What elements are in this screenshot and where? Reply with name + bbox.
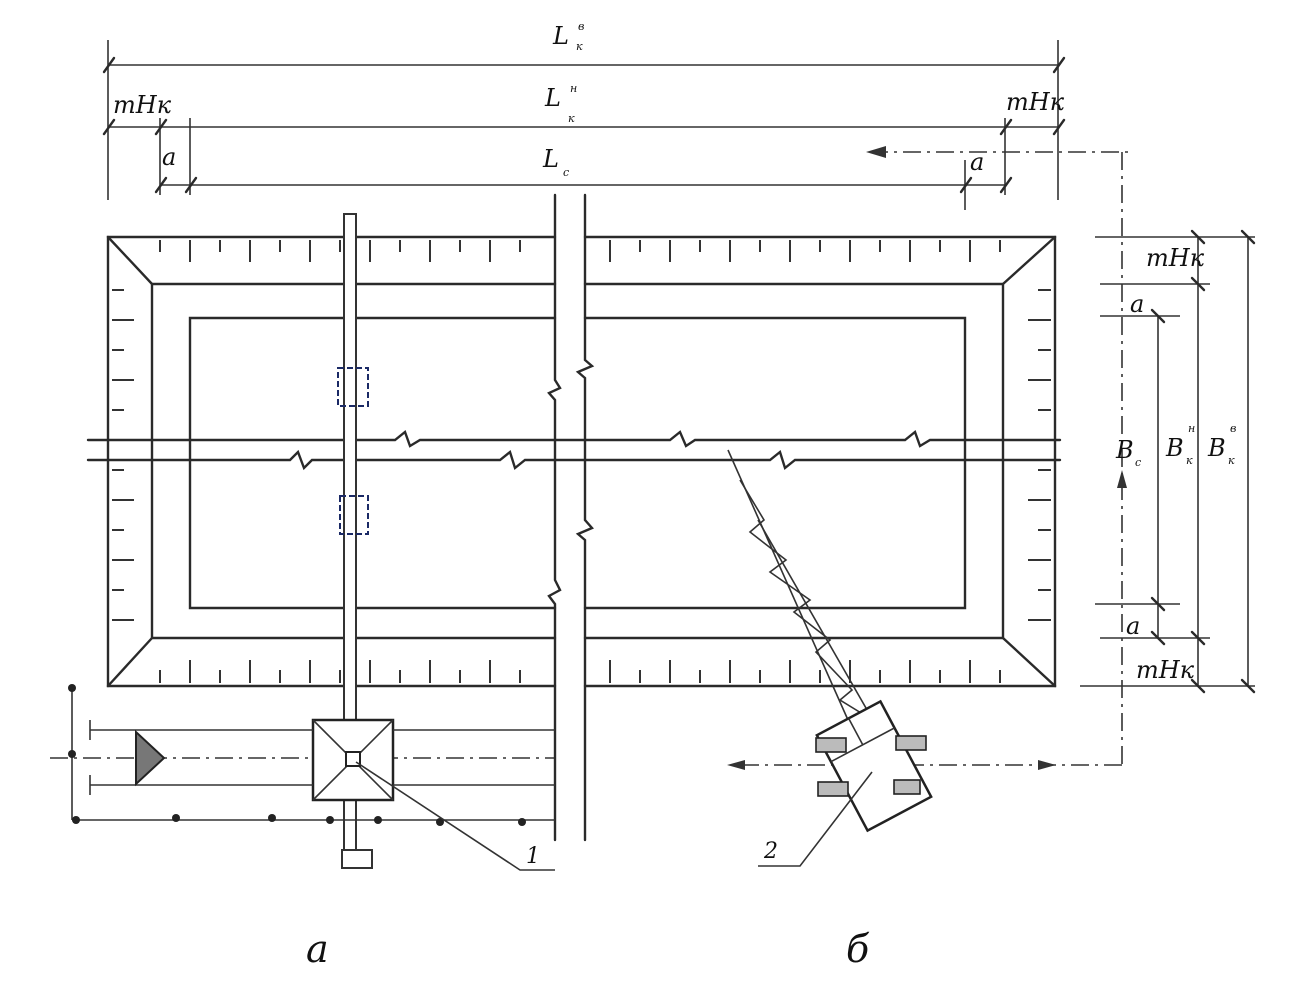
label-tHk-side-bottom: mНк (1136, 656, 1195, 684)
label-Bc: B (1115, 436, 1134, 464)
label-Lc-sub: с (563, 166, 569, 179)
caption-b: б (846, 927, 870, 971)
label-Lkn: L (544, 84, 561, 112)
label-a-top-left: a (162, 143, 176, 171)
label-Bkn-sup: н (1188, 422, 1195, 435)
gantry-crane (68, 213, 555, 871)
movement-path (50, 146, 1128, 770)
label-Lkv-sub: к (576, 40, 583, 53)
label-Bkv-sup: в (1230, 422, 1236, 435)
label-Lkn-sup: н (570, 82, 577, 95)
label-a-side-top: a (1130, 290, 1144, 318)
label-Bkn: B (1165, 434, 1184, 462)
label-Bkv: B (1207, 434, 1226, 462)
top-dimensions (102, 40, 1066, 210)
scheme-captions: а б (306, 927, 870, 971)
dimension-labels: L в к L н к L с mНк mНк a a mНк a a mНк … (113, 20, 1236, 684)
label-tHk-left: mНк (113, 91, 172, 119)
label-Bc-sub: с (1135, 456, 1141, 469)
side-dimensions (1080, 229, 1256, 694)
label-Bkv-sub: к (1228, 454, 1235, 467)
slope-hatching (112, 240, 1051, 683)
label-Bkn-sub: к (1186, 454, 1193, 467)
callout-2: 2 (763, 839, 778, 864)
label-a-top-right: a (970, 148, 984, 176)
label-tHk-side-top: mНк (1146, 244, 1205, 272)
caption-a: а (306, 927, 329, 971)
pit-outline (106, 235, 1057, 688)
label-Lkv-sup: в (578, 20, 584, 33)
horizontal-break (86, 430, 1062, 471)
excavator (727, 449, 933, 867)
label-a-side-bottom: a (1126, 612, 1140, 640)
label-Lkv: L (552, 22, 569, 50)
vertical-break (547, 193, 595, 842)
label-tHk-right: mНк (1006, 88, 1065, 116)
callout-1: 1 (526, 844, 540, 869)
callout-labels: 1 2 (526, 839, 778, 869)
label-Lkn-sub: к (568, 112, 575, 125)
label-Lc: L (542, 145, 559, 173)
